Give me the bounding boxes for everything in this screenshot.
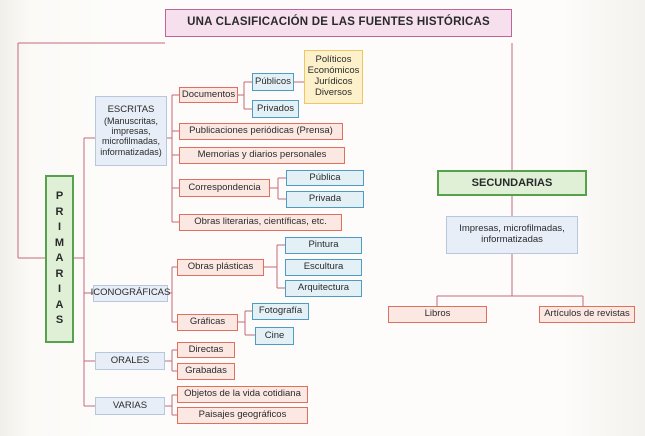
- escritas-sub: (Manuscritas, impresas, microfilmadas, i…: [100, 115, 162, 157]
- paisajes-box: Paisajes geográficos: [177, 407, 308, 424]
- escultura-box: Escultura: [285, 259, 362, 276]
- primarias-letter: S: [55, 314, 64, 327]
- public-type-juridicos: Jurídicos: [314, 76, 353, 87]
- primarias-letter: M: [54, 236, 65, 249]
- public-type-diversos: Diversos: [315, 86, 352, 98]
- obras-literarias-box: Obras literarias, científicas, etc.: [179, 214, 342, 231]
- privados-box: Privados: [252, 100, 299, 118]
- primarias-letter: I: [57, 221, 62, 234]
- public-types-box: Políticos Económicos Jurídicos Diversos: [304, 50, 363, 104]
- graficas-box: Gráficas: [177, 314, 238, 331]
- documentos-box: Documentos: [179, 87, 238, 103]
- public-type-politicos: Políticos: [315, 54, 352, 66]
- grabadas-box: Grabadas: [177, 363, 235, 380]
- primarias-letter: A: [55, 298, 64, 311]
- directas-box: Directas: [177, 342, 235, 358]
- escritas-box: ESCRITAS (Manuscritas, impresas, microfi…: [95, 96, 167, 166]
- publicaciones-box: Publicaciones periódicas (Prensa): [179, 123, 343, 140]
- objetos-box: Objetos de la vida cotidiana: [177, 386, 308, 403]
- articulos-box: Artículos de revistas: [539, 306, 635, 323]
- memorias-box: Memorias y diarios personales: [179, 147, 345, 164]
- arquitectura-box: Arquitectura: [285, 280, 362, 297]
- diagram-title: UNA CLASIFICACIÓN DE LAS FUENTES HISTÓRI…: [165, 9, 512, 37]
- primarias-letter: R: [55, 267, 64, 280]
- correspondencia-box: Correspondencia: [179, 179, 270, 197]
- secundarias-box: SECUNDARIAS: [437, 170, 587, 196]
- public-type-economicos: Económicos: [307, 65, 360, 77]
- primarias-letter: P: [55, 190, 64, 203]
- fotografia-box: Fotografía: [252, 303, 309, 320]
- primarias-letter: I: [57, 283, 62, 296]
- iconograficas-box: ICONOGRÁFICAS: [91, 285, 170, 302]
- escritas-label: ESCRITAS: [107, 103, 155, 115]
- primarias-letter: A: [55, 252, 64, 265]
- orales-box: ORALES: [95, 352, 165, 370]
- libros-box: Libros: [388, 306, 487, 323]
- obras-plasticas-box: Obras plásticas: [177, 259, 264, 276]
- cine-box: Cine: [255, 327, 294, 345]
- publicos-box: Públicos: [252, 73, 294, 91]
- secundarias-desc-box: Impresas, microfilmadas, informatizadas: [446, 216, 578, 254]
- varias-box: VARIAS: [95, 397, 165, 415]
- privada-box: Privada: [286, 191, 364, 208]
- primarias-letter: R: [55, 205, 64, 218]
- publica-box: Pública: [286, 170, 364, 186]
- pintura-box: Pintura: [285, 237, 362, 254]
